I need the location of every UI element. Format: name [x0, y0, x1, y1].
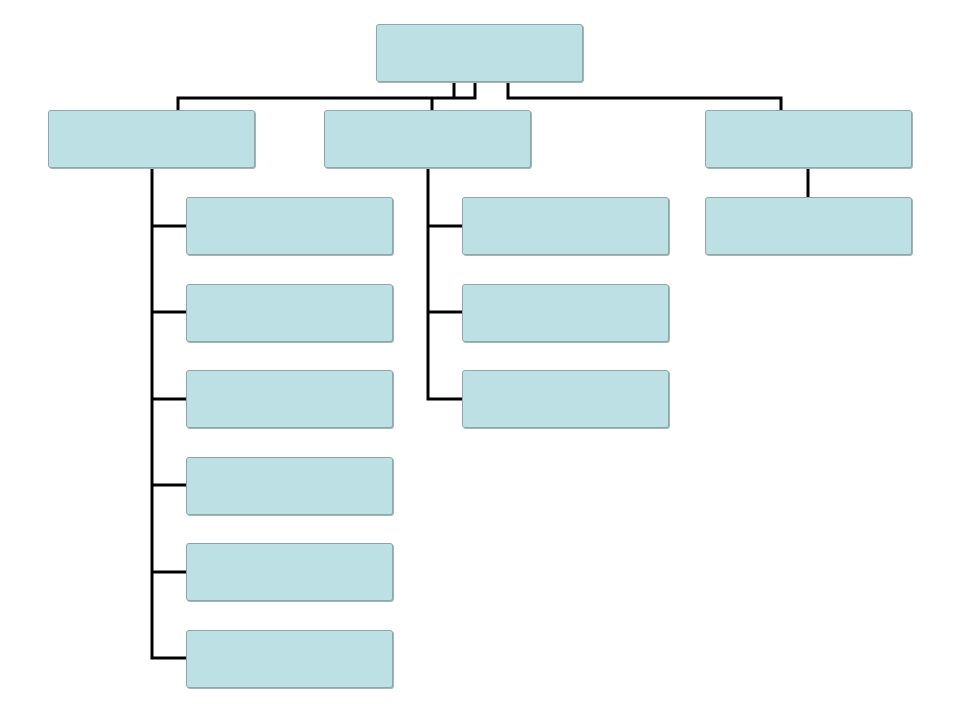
org-node-branch-2	[324, 110, 531, 168]
org-node-branch-2-child-2	[462, 284, 669, 342]
org-node-branch-1-child-5	[186, 543, 393, 601]
connector-root-to-branch-1	[176, 80, 456, 112]
org-node-branch-1	[48, 110, 255, 168]
org-node-root	[376, 24, 583, 82]
org-node-branch-2-child-3	[462, 370, 669, 428]
org-node-branch-3-child-1	[705, 197, 912, 255]
org-node-branch-1-child-1	[186, 197, 393, 255]
org-node-branch-3	[705, 110, 912, 168]
connector-root-to-branch-2	[430, 80, 477, 112]
org-node-branch-1-child-3	[186, 370, 393, 428]
org-node-branch-2-child-1	[462, 197, 669, 255]
org-node-branch-1-child-6	[186, 630, 393, 688]
org-node-branch-1-child-4	[186, 457, 393, 515]
org-node-branch-1-child-2	[186, 284, 393, 342]
connector-root-to-branch-3	[506, 80, 783, 112]
